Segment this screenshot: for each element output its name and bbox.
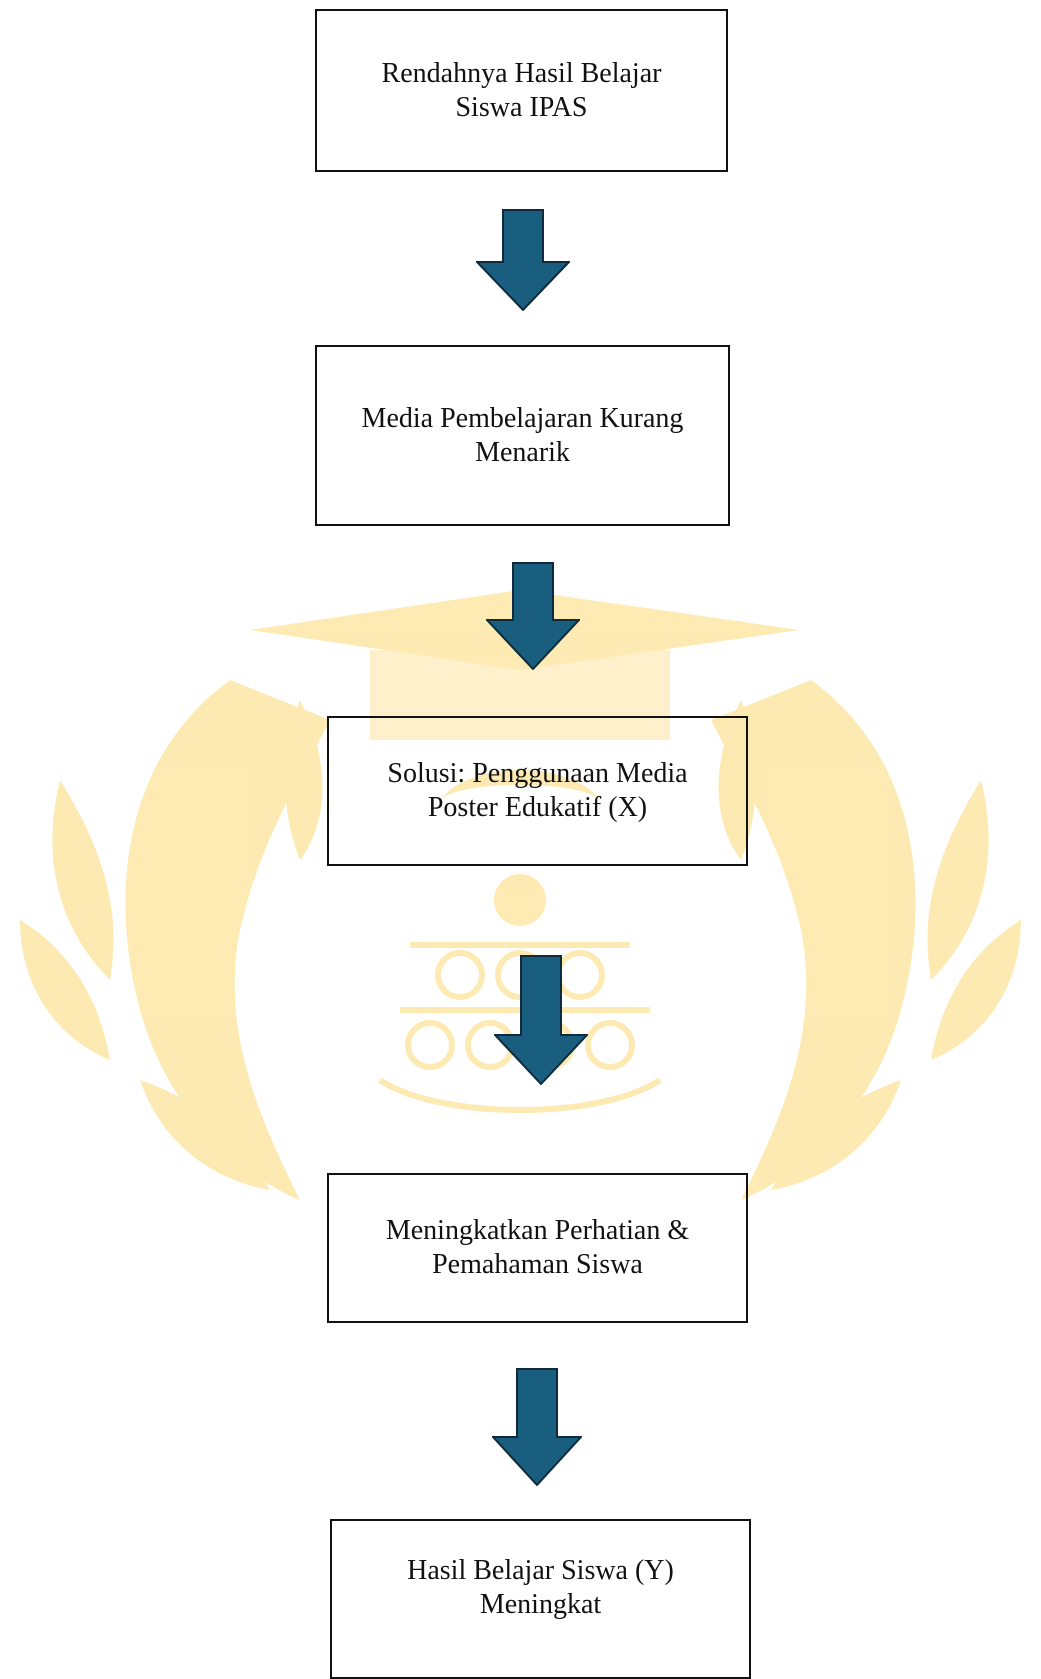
flow-box-3-line-2: Poster Edukatif (X) bbox=[427, 792, 648, 823]
flow-box-4-line-1: Meningkatkan Perhatian & bbox=[385, 1215, 690, 1246]
down-arrow-icon bbox=[494, 955, 588, 1085]
flow-box-1-line-1: Rendahnya Hasil Belajar bbox=[381, 57, 662, 89]
flow-box-2-line-1: Media Pembelajaran Kurang bbox=[361, 402, 684, 434]
flow-box-1: Rendahnya Hasil Belajar Siswa IPAS bbox=[315, 9, 728, 172]
down-arrow-icon bbox=[486, 562, 580, 670]
down-arrow-icon bbox=[492, 1368, 582, 1486]
flow-box-2-line-2: Menarik bbox=[475, 436, 570, 468]
flow-box-5-line-1: Hasil Belajar Siswa (Y) bbox=[407, 1555, 674, 1586]
flow-box-2: Media Pembelajaran Kurang Menarik bbox=[315, 345, 730, 526]
flow-box-5: Hasil Belajar Siswa (Y) Meningkat bbox=[330, 1519, 751, 1679]
down-arrow-icon bbox=[476, 209, 570, 311]
flow-box-3: Solusi: Penggunaan Media Poster Edukatif… bbox=[327, 716, 748, 866]
flow-box-3-line-1: Solusi: Penggunaan Media bbox=[387, 758, 688, 789]
flow-box-4: Meningkatkan Perhatian & Pemahaman Siswa bbox=[327, 1173, 748, 1323]
flow-box-4-line-2: Pemahaman Siswa bbox=[432, 1249, 643, 1280]
flow-box-5-line-2: Meningkat bbox=[479, 1589, 602, 1620]
flow-box-1-line-2: Siswa IPAS bbox=[455, 91, 588, 123]
